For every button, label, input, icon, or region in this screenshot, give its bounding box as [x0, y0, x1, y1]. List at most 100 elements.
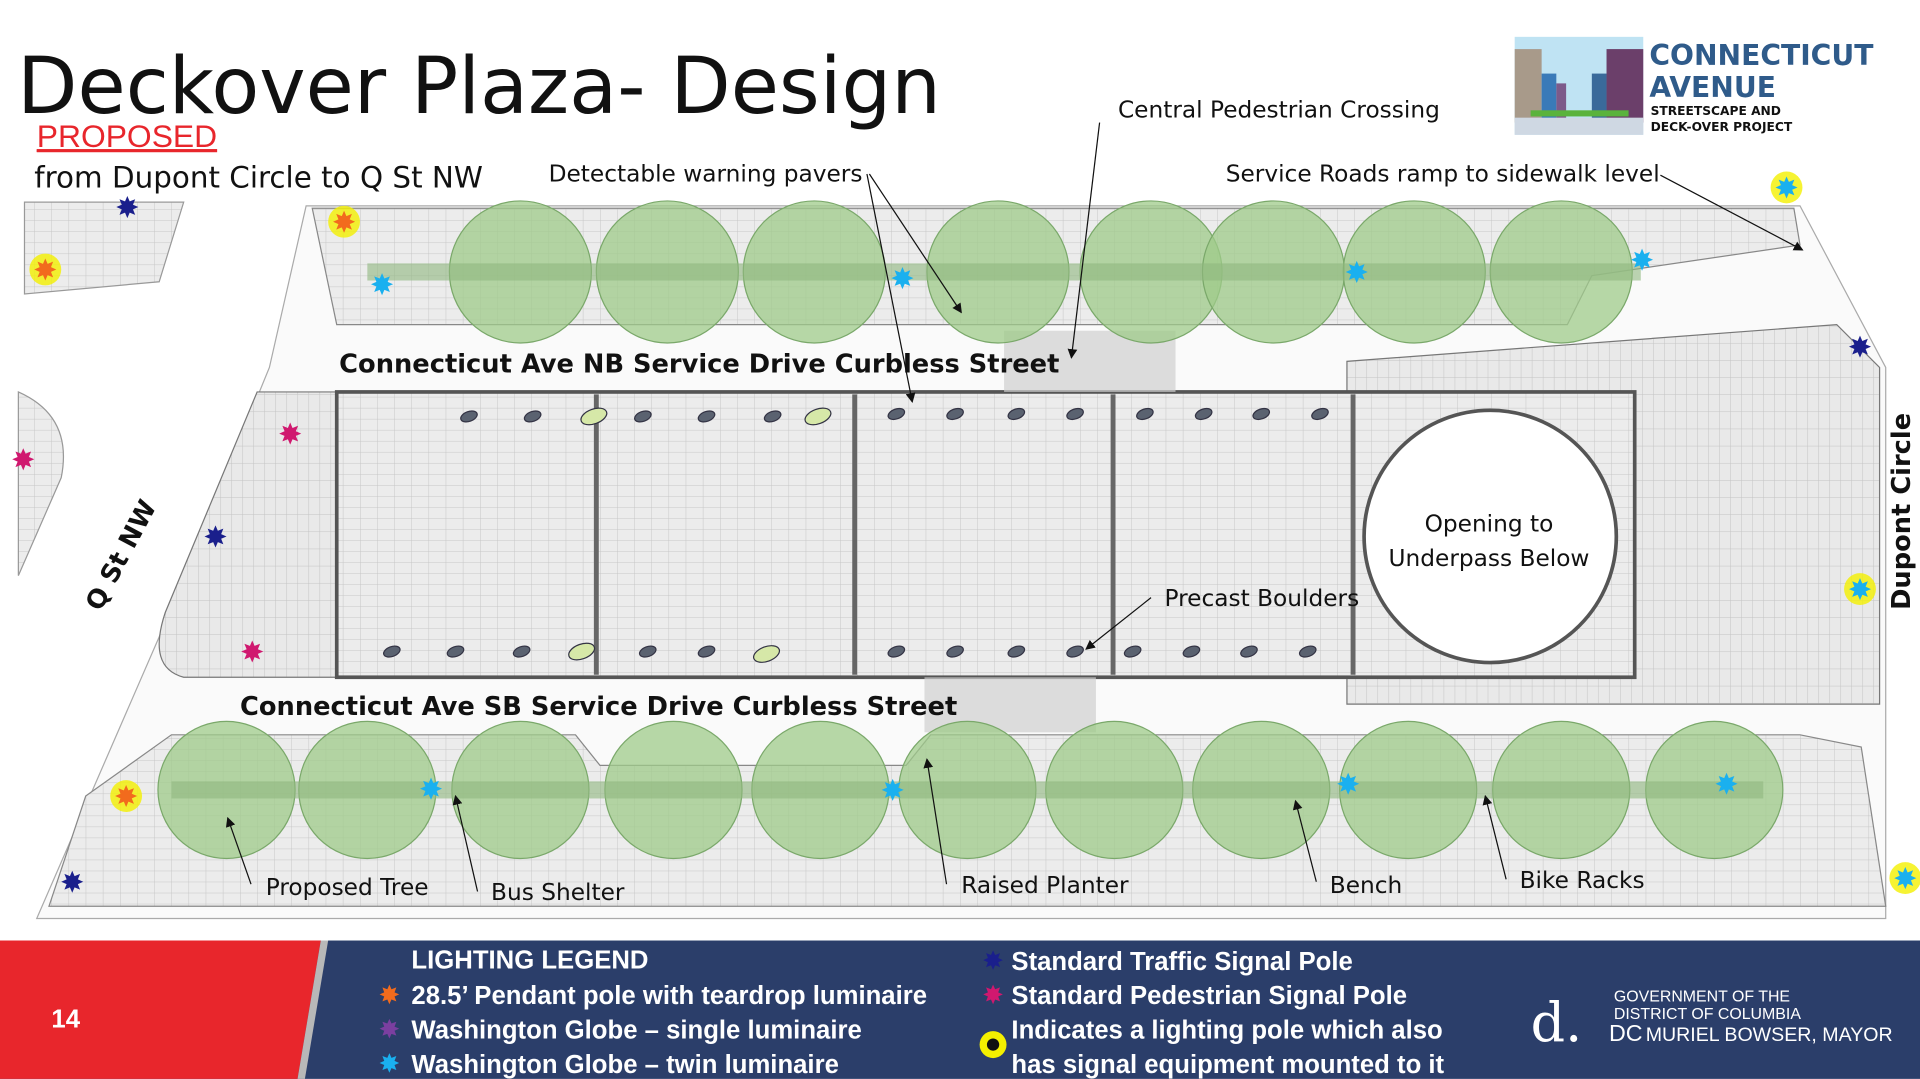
legend-star-icon: [379, 984, 400, 1005]
gov-line1: GOVERNMENT OF THE: [1614, 989, 1790, 1006]
light-pole-icon: [891, 267, 914, 290]
light-pole-icon: [1848, 335, 1872, 358]
logo-line3: STREETSCAPE AND: [1651, 104, 1781, 118]
boulder: [638, 645, 657, 658]
boulder: [1252, 407, 1271, 421]
light-pole-icon: [279, 422, 302, 445]
legend-item: 28.5’ Pendant pole with teardrop luminai…: [411, 982, 927, 1010]
light-pole-icon: [116, 196, 139, 219]
label-tree: Proposed Tree: [266, 874, 429, 901]
boulder: [568, 642, 596, 661]
label-central-crossing: Central Pedestrian Crossing: [1118, 97, 1440, 124]
label-planter: Raised Planter: [961, 872, 1129, 899]
boulder: [634, 410, 652, 423]
legend-item: Standard Pedestrian Signal Pole: [1011, 982, 1407, 1010]
boulder: [946, 645, 964, 658]
page-subtitle: from Dupont Circle to Q St NW: [34, 160, 483, 194]
footer: 14 LIGHTING LEGEND 28.5’ Pendant pole wi…: [0, 940, 1920, 1079]
light-pole-icon: [1894, 867, 1917, 890]
page-number: 14: [51, 1005, 80, 1033]
legend-item: Washington Globe – twin luminaire: [411, 1051, 838, 1079]
gov-line3: MURIEL BOWSER, MAYOR: [1646, 1024, 1893, 1046]
legend-star-icon: [983, 984, 1003, 1005]
legend-title: LIGHTING LEGEND: [411, 947, 648, 975]
light-pole-icon: [420, 777, 443, 800]
boulder: [1240, 645, 1258, 658]
boulder: [887, 407, 906, 421]
boulder: [512, 645, 531, 658]
legend-item: Standard Traffic Signal Pole: [1011, 948, 1352, 976]
light-pole-icon: [115, 785, 138, 808]
site-plan: [12, 171, 1920, 920]
label-warning-pavers: Detectable warning pavers: [549, 160, 863, 187]
light-pole-icon: [1631, 248, 1654, 271]
boulder: [382, 645, 401, 658]
label-boulders: Precast Boulders: [1164, 585, 1359, 612]
boulder: [804, 407, 832, 426]
project-logo: CONNECTICUT AVENUE STREETSCAPE AND DECK-…: [1514, 36, 1874, 135]
boulder: [1066, 645, 1084, 658]
page-title: Deckover Plaza- Design: [17, 41, 941, 132]
light-pole-icon: [1715, 772, 1738, 795]
legend-item: Indicates a lighting pole which also: [1011, 1016, 1442, 1044]
proposed-label: PROPOSED: [37, 118, 217, 154]
trees: [157, 200, 1784, 860]
legend-star-icon: [983, 950, 1003, 970]
boulder: [946, 407, 964, 421]
label-opening-1: Opening to: [1425, 511, 1554, 538]
label-bench: Bench: [1330, 872, 1403, 899]
boulder: [523, 410, 542, 423]
boulder: [1182, 645, 1201, 658]
boulder: [1007, 645, 1026, 658]
light-pole-icon: [204, 525, 227, 548]
plan-annotations: Central Pedestrian Crossing Detectable w…: [80, 97, 1917, 906]
dc-mark: d.: [1531, 991, 1583, 1054]
light-pole-icon: [12, 448, 35, 471]
boulder: [1066, 407, 1084, 421]
boulder: [446, 645, 465, 658]
label-opening-2: Underpass Below: [1389, 545, 1590, 572]
boulder: [697, 645, 716, 658]
label-bus-shelter: Bus Shelter: [491, 879, 625, 906]
dc-government-logo: d. GOVERNMENT OF THE DISTRICT OF COLUMBI…: [1531, 989, 1893, 1054]
gov-line2: DISTRICT OF COLUMBIA: [1614, 1006, 1801, 1023]
label-sb-street: Connecticut Ave SB Service Drive Curbles…: [240, 692, 957, 722]
label-nb-street: Connecticut Ave NB Service Drive Curbles…: [339, 349, 1059, 379]
boulder: [460, 410, 478, 423]
light-pole-icon: [1337, 772, 1360, 795]
boulder: [753, 645, 781, 663]
planter-strip: [367, 263, 1641, 281]
logo-line4: DECK-OVER PROJECT: [1651, 120, 1793, 134]
boulder: [887, 645, 906, 658]
boulder: [580, 407, 608, 426]
label-dupont: Dupont Circle: [1887, 413, 1917, 610]
light-pole-icon: [61, 870, 84, 893]
boulder: [697, 410, 716, 423]
light-pole-icon: [34, 258, 57, 281]
logo-line2: AVENUE: [1649, 71, 1776, 104]
light-pole-icon: [1345, 260, 1368, 283]
boulder: [1123, 645, 1142, 658]
legend-halo-center-icon: [986, 1038, 1000, 1051]
label-q-st: Q St NW: [80, 495, 163, 615]
lighting-legend: 28.5’ Pendant pole with teardrop luminai…: [379, 948, 1445, 1079]
underpass-opening: [1362, 408, 1619, 665]
light-pole-icon: [1848, 578, 1872, 601]
legend-star-icon: [379, 1053, 400, 1073]
gov-dc: DC: [1609, 1020, 1643, 1046]
light-pole-icon: [333, 210, 356, 233]
boulder: [763, 410, 782, 423]
legend-item: has signal equipment mounted to it: [1011, 1051, 1444, 1079]
light-pole-icon: [241, 640, 264, 663]
boulders: [382, 407, 1329, 663]
legend-item: Washington Globe – single luminaire: [411, 1016, 861, 1044]
light-pole-icon: [371, 273, 394, 296]
logo-line1: CONNECTICUT: [1649, 39, 1874, 72]
boulder: [1311, 407, 1329, 421]
boulder: [1007, 407, 1026, 421]
legend-star-icon: [379, 1018, 400, 1039]
light-poles: [12, 171, 1920, 894]
boulder: [1298, 645, 1317, 658]
label-bike-racks: Bike Racks: [1520, 867, 1645, 894]
boulder: [1194, 407, 1213, 421]
